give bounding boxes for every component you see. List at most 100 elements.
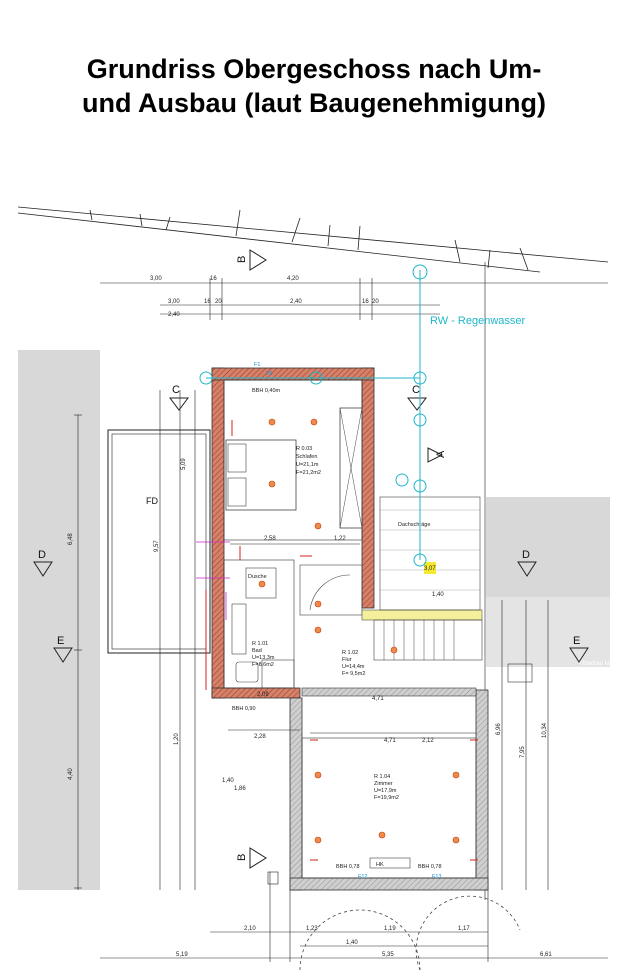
room-flur-name: Flur	[342, 657, 352, 663]
radiator	[369, 857, 411, 869]
rain-water-pipe	[199, 264, 428, 567]
label-dachschraege: Dachschräge	[398, 522, 430, 528]
label-ueberbau: Überbau Nachbar	[580, 660, 627, 667]
door-swing-arc-2	[415, 895, 521, 971]
plan-title: Grundriss Obergeschoss nach Um- und Ausb…	[0, 52, 628, 120]
dim-bot-1: 2,10	[244, 926, 256, 932]
dim-mid-14: 7,95	[520, 746, 526, 758]
section-b-top-arrow	[249, 249, 267, 271]
dim-mid-3: 2,09	[257, 692, 269, 698]
dim-top-8: 2,40	[290, 299, 302, 305]
dim-bot-8: 6,61	[540, 952, 552, 958]
room-bad	[223, 559, 295, 689]
dim-left-3: 9,57	[154, 540, 160, 552]
dim-mid-2: 1,22	[334, 536, 346, 542]
dim-mid-6: 2,28	[254, 734, 266, 740]
dim-top-9: 16	[362, 299, 369, 305]
room-zimmer-no: R 1.04	[374, 774, 390, 780]
dim-mid-8: 1,86	[234, 786, 246, 792]
neighbor-area-right-top	[486, 497, 610, 597]
room-zimmer-f: F=19,9m2	[374, 795, 399, 801]
section-c-right-label: C	[412, 384, 420, 396]
dim-left-2: 5,09	[181, 458, 187, 470]
section-d-right-arrow	[517, 561, 537, 577]
section-b-bottom-arrow	[249, 847, 267, 869]
dim-top-2: 16	[210, 276, 217, 282]
dimension-lines-bottom	[100, 872, 608, 962]
stair-opening	[299, 564, 363, 616]
dim-top-10: 20	[372, 299, 379, 305]
label-dusche: Dusche	[248, 574, 267, 580]
dim-mid-9: 1,20	[174, 733, 180, 745]
room-flur-f: F= 9,5m2	[342, 671, 365, 677]
dim-left-1: 6,48	[68, 533, 74, 545]
room-schlafen	[223, 379, 363, 541]
label-bbh-2: BBH 0,78	[418, 864, 442, 870]
dim-mid-10: 2,12	[422, 738, 434, 744]
room-zimmer	[301, 737, 477, 879]
dim-bot-4: 1,17	[458, 926, 470, 932]
wall-west-upper	[211, 367, 225, 699]
room-bad-name: Bad	[252, 648, 262, 654]
street-ticks	[89, 209, 529, 271]
bed	[225, 439, 297, 511]
section-a-label: A	[435, 450, 447, 458]
dim-mid-11: 3,07	[424, 566, 436, 572]
section-d-left-label: D	[38, 549, 46, 561]
roof-slope-area	[379, 496, 481, 611]
dim-bot-7: 5,19	[176, 952, 188, 958]
dim-mid-15: 10,34	[542, 722, 548, 738]
flat-roof-box	[107, 429, 211, 654]
room-flur-u: U=14,4m	[342, 664, 365, 670]
dim-top-3: 4,20	[287, 276, 299, 282]
label-rain-water: RW - Regenwasser	[430, 315, 525, 327]
section-d-left-arrow	[33, 561, 53, 577]
section-d-right-label: D	[522, 549, 530, 561]
door-swing-arc-1	[299, 909, 421, 971]
dim-bot-6: 5,35	[382, 952, 394, 958]
wall-mid-lower	[301, 687, 477, 697]
wall-east-upper	[361, 367, 375, 609]
wall-west-lower	[289, 697, 303, 891]
vanity	[231, 603, 247, 655]
electrical-fixtures	[258, 418, 460, 844]
dim-mid-7: 1,40	[222, 778, 234, 784]
label-f9: F9	[266, 371, 272, 377]
label-bbh-1: BBH 0,78	[336, 864, 360, 870]
section-c-left-arrow	[169, 397, 189, 411]
section-a-arrow	[427, 447, 444, 463]
label-f12: F12	[358, 874, 367, 880]
room-zimmer-name: Zimmer	[374, 781, 393, 787]
staircase	[373, 619, 483, 661]
section-e-left-label: E	[57, 635, 64, 647]
room-schlafen-u: U=21,1m	[296, 462, 319, 468]
dim-bot-3: 1,19	[384, 926, 396, 932]
room-bad-u: U=13,3m	[252, 655, 275, 661]
magenta-marks	[196, 541, 230, 620]
dim-mid-4: 4,71	[372, 696, 384, 702]
dim-mid-12: 1,40	[432, 592, 444, 598]
section-b-bottom-label: B	[236, 854, 248, 861]
dim-top-5: 2,40	[168, 312, 180, 318]
stair-treads	[383, 620, 455, 660]
label-bbh-bad: BBH 0,90	[232, 706, 256, 712]
dim-bot-5: 1,40	[346, 940, 358, 946]
section-e-left-arrow	[53, 647, 73, 663]
dim-mid-13: 6,96	[496, 723, 502, 735]
room-schlafen-name: Schlafen	[296, 454, 317, 460]
dimension-lines-left	[74, 390, 196, 890]
red-wiring-marks	[205, 420, 478, 861]
room-schlafen-no: R 0.03	[296, 446, 312, 452]
plan-title-line-1: Grundriss Obergeschoss nach Um-	[86, 54, 542, 84]
section-c-right-arrow	[407, 397, 427, 411]
room-zimmer-u: U=17,9m	[374, 788, 397, 794]
section-c-left-label: C	[172, 384, 180, 396]
room-bad-f: F=8,6m2	[252, 662, 274, 668]
bathtub	[261, 659, 295, 689]
label-f13: F13	[432, 874, 441, 880]
svg-text:HK: HK	[376, 862, 384, 868]
dim-mid-1: 2,58	[264, 536, 276, 542]
wall-south-bad	[211, 687, 301, 699]
dim-bot-2: 1,23	[306, 926, 318, 932]
